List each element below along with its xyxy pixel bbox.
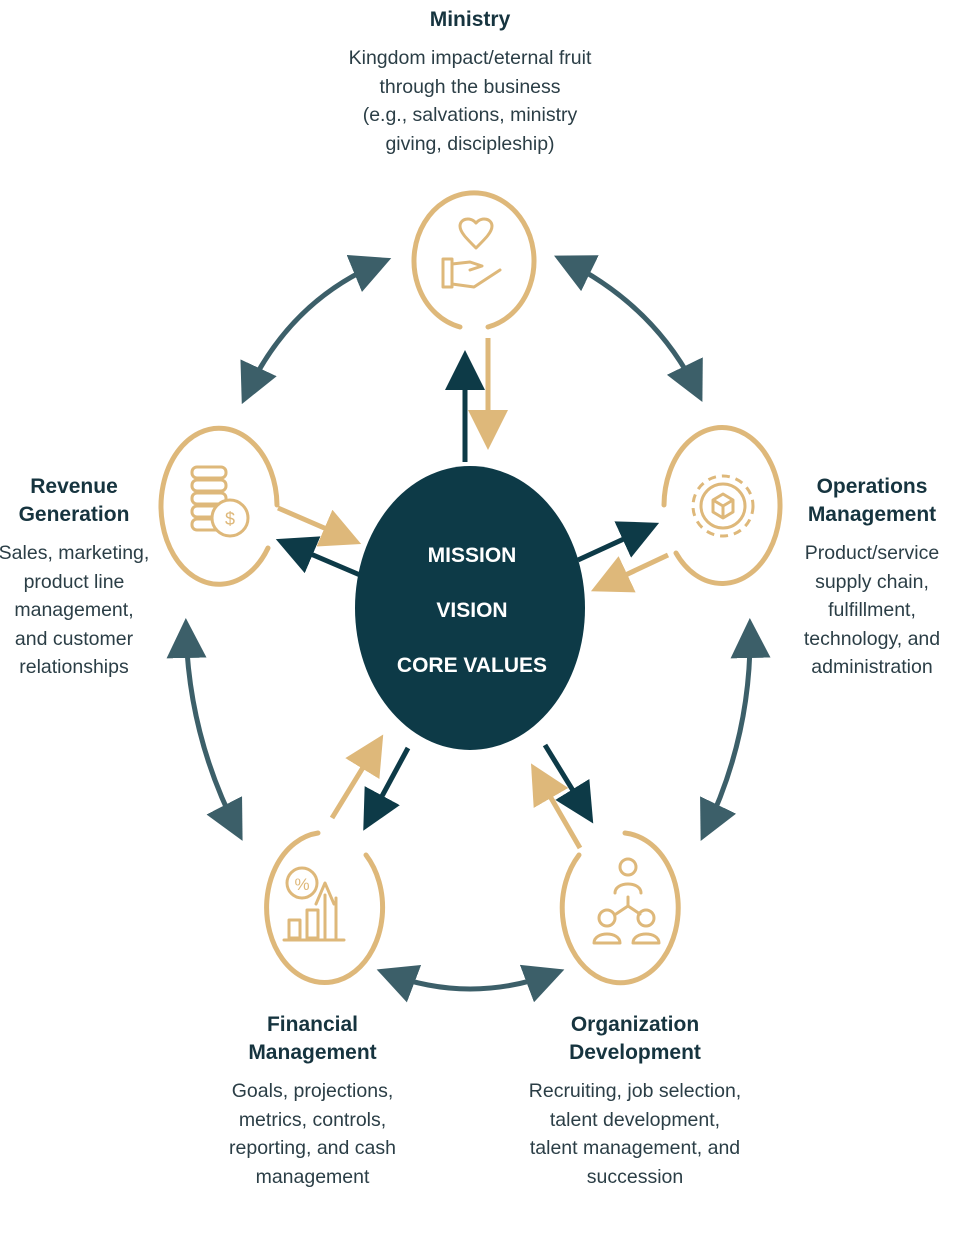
cycle-arrow-ministry-operations: [554, 255, 703, 402]
revenue-title-line: Generation: [18, 503, 130, 526]
ministry-desc-line: giving, discipleship): [385, 132, 555, 155]
label-operations: Operations Management Product/service su…: [790, 473, 954, 682]
ministry-desc-line: Kingdom impact/eternal fruit: [348, 47, 592, 69]
spoke-financial-to-center: [329, 734, 384, 820]
core-mission-text: MISSION: [428, 544, 517, 567]
label-financial: Financial Management Goals, projections,…: [205, 1011, 420, 1191]
svg-text:%: %: [294, 875, 309, 894]
organization-desc-line: talent development,: [549, 1108, 721, 1131]
financial-desc-line: metrics, controls,: [238, 1108, 387, 1131]
financial-title-line: Management: [248, 1041, 377, 1064]
node-rings: [158, 190, 783, 986]
spoke-operations-to-center: [590, 552, 670, 593]
financial-title-line: Financial: [266, 1013, 359, 1036]
core-values-text: CORE VALUES: [397, 654, 547, 677]
operations-desc-line: technology, and: [803, 627, 941, 650]
cycle-arrow-operations-organization: [700, 618, 771, 842]
financial-desc-line: reporting, and cash: [229, 1137, 396, 1159]
operations-title-line: Management: [807, 503, 937, 526]
core-vision-text: VISION: [436, 599, 507, 622]
label-revenue: Revenue Generation Sales, marketing, pro…: [0, 473, 152, 682]
ministry-desc-line: through the business: [379, 75, 561, 98]
gear-box-icon: [691, 474, 755, 538]
cycle-arrow-organization-financial: [376, 964, 565, 1003]
coin-stack-icon: $: [190, 465, 250, 538]
operations-desc-line: administration: [811, 656, 933, 678]
spoke-center-to-operations: [576, 521, 660, 563]
organization-description: Recruiting, job selection, talent develo…: [510, 1077, 760, 1191]
ministry-desc-line: (e.g., salvations, ministry: [362, 104, 578, 126]
cycle-arrows: [166, 254, 771, 1003]
revenue-title-line: Revenue: [30, 475, 118, 498]
spoke-center-to-revenue: [275, 536, 361, 578]
ring-financial: [264, 830, 386, 985]
core-circle: [355, 466, 585, 750]
spoke-center-to-financial: [363, 746, 411, 831]
label-ministry: Ministry Kingdom impact/eternal fruit th…: [300, 6, 640, 158]
organization-desc-line: Recruiting, job selection,: [528, 1080, 742, 1102]
spoke-arrows: [275, 338, 670, 850]
cycle-arrow-financial-revenue: [166, 618, 243, 841]
revenue-desc-line: Sales, marketing,: [0, 542, 150, 564]
organization-title-line: Development: [569, 1041, 701, 1064]
organization-desc-line: talent management, and: [529, 1137, 741, 1159]
revenue-desc-line: and customer: [14, 627, 134, 650]
operations-description: Product/service supply chain, fulfillmen…: [790, 539, 954, 682]
operations-title-line: Operations: [816, 475, 928, 498]
spoke-center-to-organization: [542, 743, 594, 824]
spoke-revenue-to-center: [277, 505, 362, 547]
operations-desc-line: fulfillment,: [828, 599, 916, 621]
label-organization: Organization Development Recruiting, job…: [510, 1011, 760, 1191]
spoke-organization-to-center: [530, 763, 583, 850]
organization-desc-line: succession: [586, 1165, 684, 1188]
ring-revenue: [158, 425, 280, 587]
cycle-arrow-revenue-ministry: [240, 254, 392, 405]
revenue-desc-line: management,: [14, 599, 134, 621]
heart-in-hand-icon: [441, 217, 502, 289]
financial-desc-line: Goals, projections,: [231, 1080, 394, 1102]
financial-desc-line: management: [255, 1165, 370, 1188]
revenue-desc-line: product line: [23, 570, 125, 593]
ring-organization: [559, 830, 681, 986]
svg-text:$: $: [225, 509, 235, 529]
operations-desc-line: supply chain,: [815, 570, 929, 593]
ring-operations: [661, 425, 783, 586]
percent-growth-chart-icon: %: [282, 866, 346, 942]
ministry-title: Ministry: [429, 8, 511, 31]
organization-title-line: Organization: [570, 1013, 700, 1036]
financial-description: Goals, projections, metrics, controls, r…: [205, 1077, 420, 1191]
ring-ministry: [411, 190, 537, 330]
org-chart-people-icon: [592, 857, 661, 945]
revenue-desc-line: relationships: [19, 656, 129, 678]
ministry-description: Kingdom impact/eternal fruit through the…: [300, 44, 640, 158]
operations-desc-line: Product/service: [804, 542, 940, 564]
revenue-description: Sales, marketing, product line managemen…: [0, 539, 152, 682]
